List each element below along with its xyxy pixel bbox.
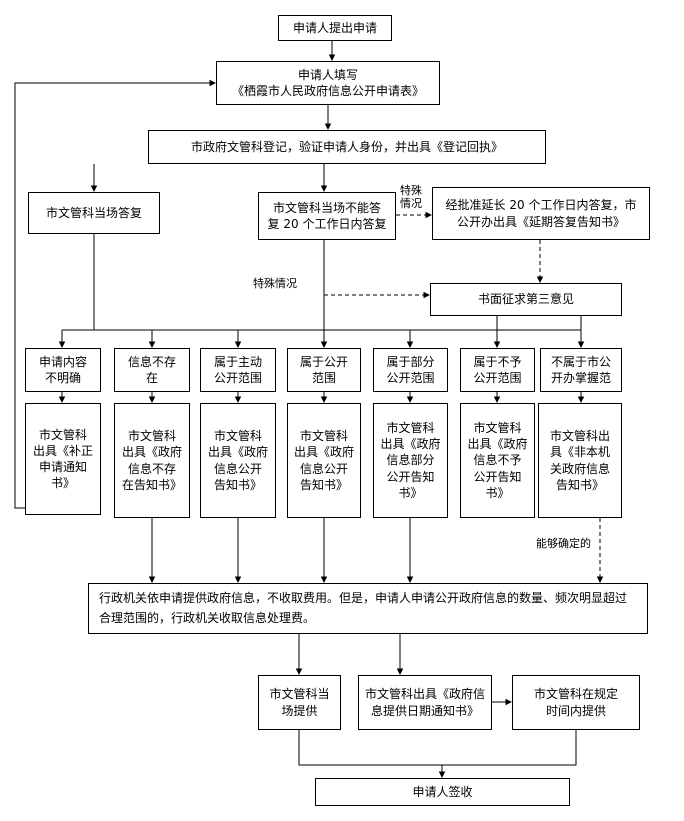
node-res-not-held: 市文管科出 具《非本机 关政府信息 告知书》 xyxy=(538,403,622,518)
node-provide-onsite: 市文管科当 场提供 xyxy=(258,675,341,730)
node-extended-reply: 经批准延长 20 个工作日内答复，市 公开办出具《延期答复告知书》 xyxy=(432,187,650,240)
node-res-no-open: 市文管科 出具《政府 信息不予 公开告知 书》 xyxy=(460,403,535,518)
node-cond-proactive: 属于主动 公开范围 xyxy=(200,348,276,392)
node-provide-in-time: 市文管科在规定 时间内提供 xyxy=(512,675,640,730)
node-fill-form: 申请人填写 《栖霞市人民政府信息公开申请表》 xyxy=(216,61,440,105)
node-cond-partial: 属于部分 公开范围 xyxy=(373,348,448,392)
node-res-partial: 市文管科 出具《政府 信息部分 公开告知 书》 xyxy=(373,403,448,518)
node-res-open: 市文管科 出具《政府 信息公开 告知书》 xyxy=(287,403,361,518)
edge-label-determinable: 能够确定的 xyxy=(536,537,591,550)
node-provide-date-notice: 市文管科出具《政府信 息提供日期通知书》 xyxy=(358,675,492,730)
node-res-proactive: 市文管科 出具《政府 信息公开 告知书》 xyxy=(200,403,276,518)
node-cond-not-exist: 信息不存 在 xyxy=(114,348,190,392)
node-res-not-exist: 市文管科 出具《政府 信息不存 在告知书》 xyxy=(114,403,190,518)
node-third-party: 书面征求第三意见 xyxy=(430,283,622,316)
dashed-connectors xyxy=(324,211,604,583)
edge-label-special-case-1: 特殊 情况 xyxy=(400,184,422,211)
node-res-correction: 市文管科 出具《补正 申请通知 书》 xyxy=(25,403,101,515)
node-cond-not-held: 不属于市公 开办掌握范 xyxy=(540,348,622,392)
node-register: 市政府文管科登记，验证申请人身份，并出具《登记回执》 xyxy=(148,130,546,164)
node-cond-open: 属于公开 范围 xyxy=(287,348,361,392)
node-fee-note: 行政机关依申请提供政府信息，不收取费用。但是，申请人申请公开政府信息的数量、频次… xyxy=(88,583,648,634)
node-onsite-reply: 市文管科当场答复 xyxy=(28,192,160,234)
edge-label-special-case-2: 特殊情况 xyxy=(253,277,297,290)
node-cond-unclear: 申请内容 不明确 xyxy=(25,348,101,392)
node-sign-receipt: 申请人签收 xyxy=(315,778,570,806)
node-cannot-reply: 市文管科当场不能答 复 20 个工作日内答复 xyxy=(258,192,396,240)
node-cond-no-open: 属于不予 公开范围 xyxy=(460,348,535,392)
node-start: 申请人提出申请 xyxy=(278,15,392,41)
